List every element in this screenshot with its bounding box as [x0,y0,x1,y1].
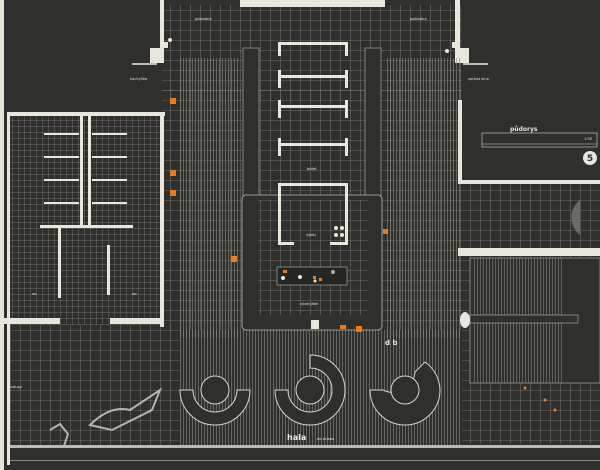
title-heading: půdorys [510,126,538,133]
central-island: bufet výdej výdej jídel [241,167,383,331]
toilet-label: wc [32,292,37,296]
hall-name: hala [287,433,306,442]
area-label: vstupy [10,385,23,389]
mark-label: d b [385,339,397,347]
bottom-wall [10,445,600,448]
title-block: půdorys 1:50 5 [458,100,600,184]
island-label: výdej [306,233,316,237]
hall-carpet [180,58,240,338]
sheet-number: 5 [587,154,593,164]
entry-label: správa kina [468,77,489,81]
room-label: pokladna [410,17,427,21]
toilet-block: wc wc [0,112,165,327]
paper-edge [0,0,4,470]
sculpture-figures [49,387,163,447]
hall-sublabel: do sklepa [317,437,334,441]
seating-groups [179,354,441,426]
entry-label: kuchyňka [130,77,147,81]
island-label: bufet [307,167,317,171]
island-label: výdej jídel [300,302,318,306]
title-scale: 1:50 [584,137,593,141]
lower-left-floor [10,325,180,445]
room-label: pokladna [195,17,212,21]
hall-carpet [385,58,460,338]
toilet-label: wc [132,292,137,296]
stair-area [458,184,600,444]
